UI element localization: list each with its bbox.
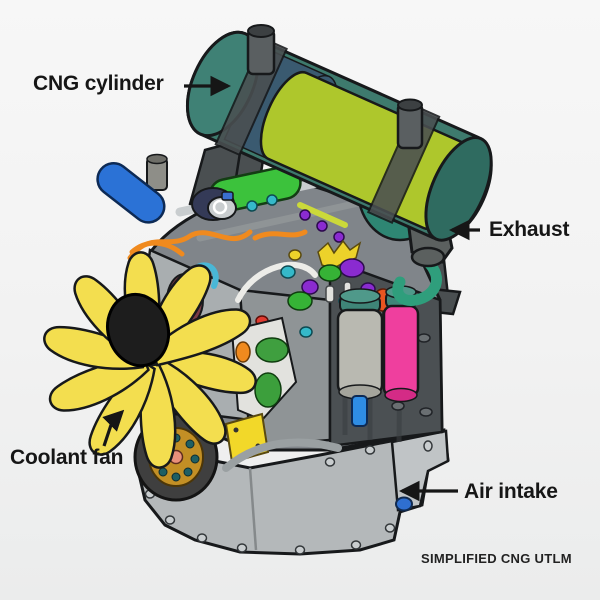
oil-filler-top xyxy=(146,153,168,165)
cylinder-valve-stubs xyxy=(246,24,424,150)
front-bracket xyxy=(230,316,313,422)
coolant-fan-arrow xyxy=(102,409,125,447)
coolant-fan xyxy=(43,251,257,469)
coolant-hose xyxy=(96,161,166,224)
fuel-line xyxy=(235,261,318,303)
fan-hub xyxy=(106,292,171,368)
coolant-return-pipe xyxy=(392,256,442,306)
fuel-rail xyxy=(297,202,348,228)
injectors xyxy=(246,194,345,243)
turbocharger xyxy=(191,187,237,221)
lower-hose xyxy=(222,438,342,472)
label-exhaust: Exhaust xyxy=(489,218,570,241)
label-cng-cylinder: CNG cylinder xyxy=(33,72,164,95)
filter-drain-stub xyxy=(351,395,368,427)
oil-filter xyxy=(336,288,384,427)
wiring-harness xyxy=(127,229,308,261)
cng-cylinder xyxy=(185,24,493,242)
pan-bolts xyxy=(144,440,433,555)
label-air-intake: Air intake xyxy=(464,480,558,503)
oil-pan xyxy=(136,419,450,556)
engine-block xyxy=(43,153,450,556)
drain-plug xyxy=(395,496,413,512)
diagram-caption: SIMPLIFIED CNG UTLM xyxy=(421,551,572,566)
label-coolant-fan: Coolant fan xyxy=(10,446,124,469)
plate-bolt xyxy=(233,427,239,433)
cylinder-end-cap xyxy=(424,136,493,242)
